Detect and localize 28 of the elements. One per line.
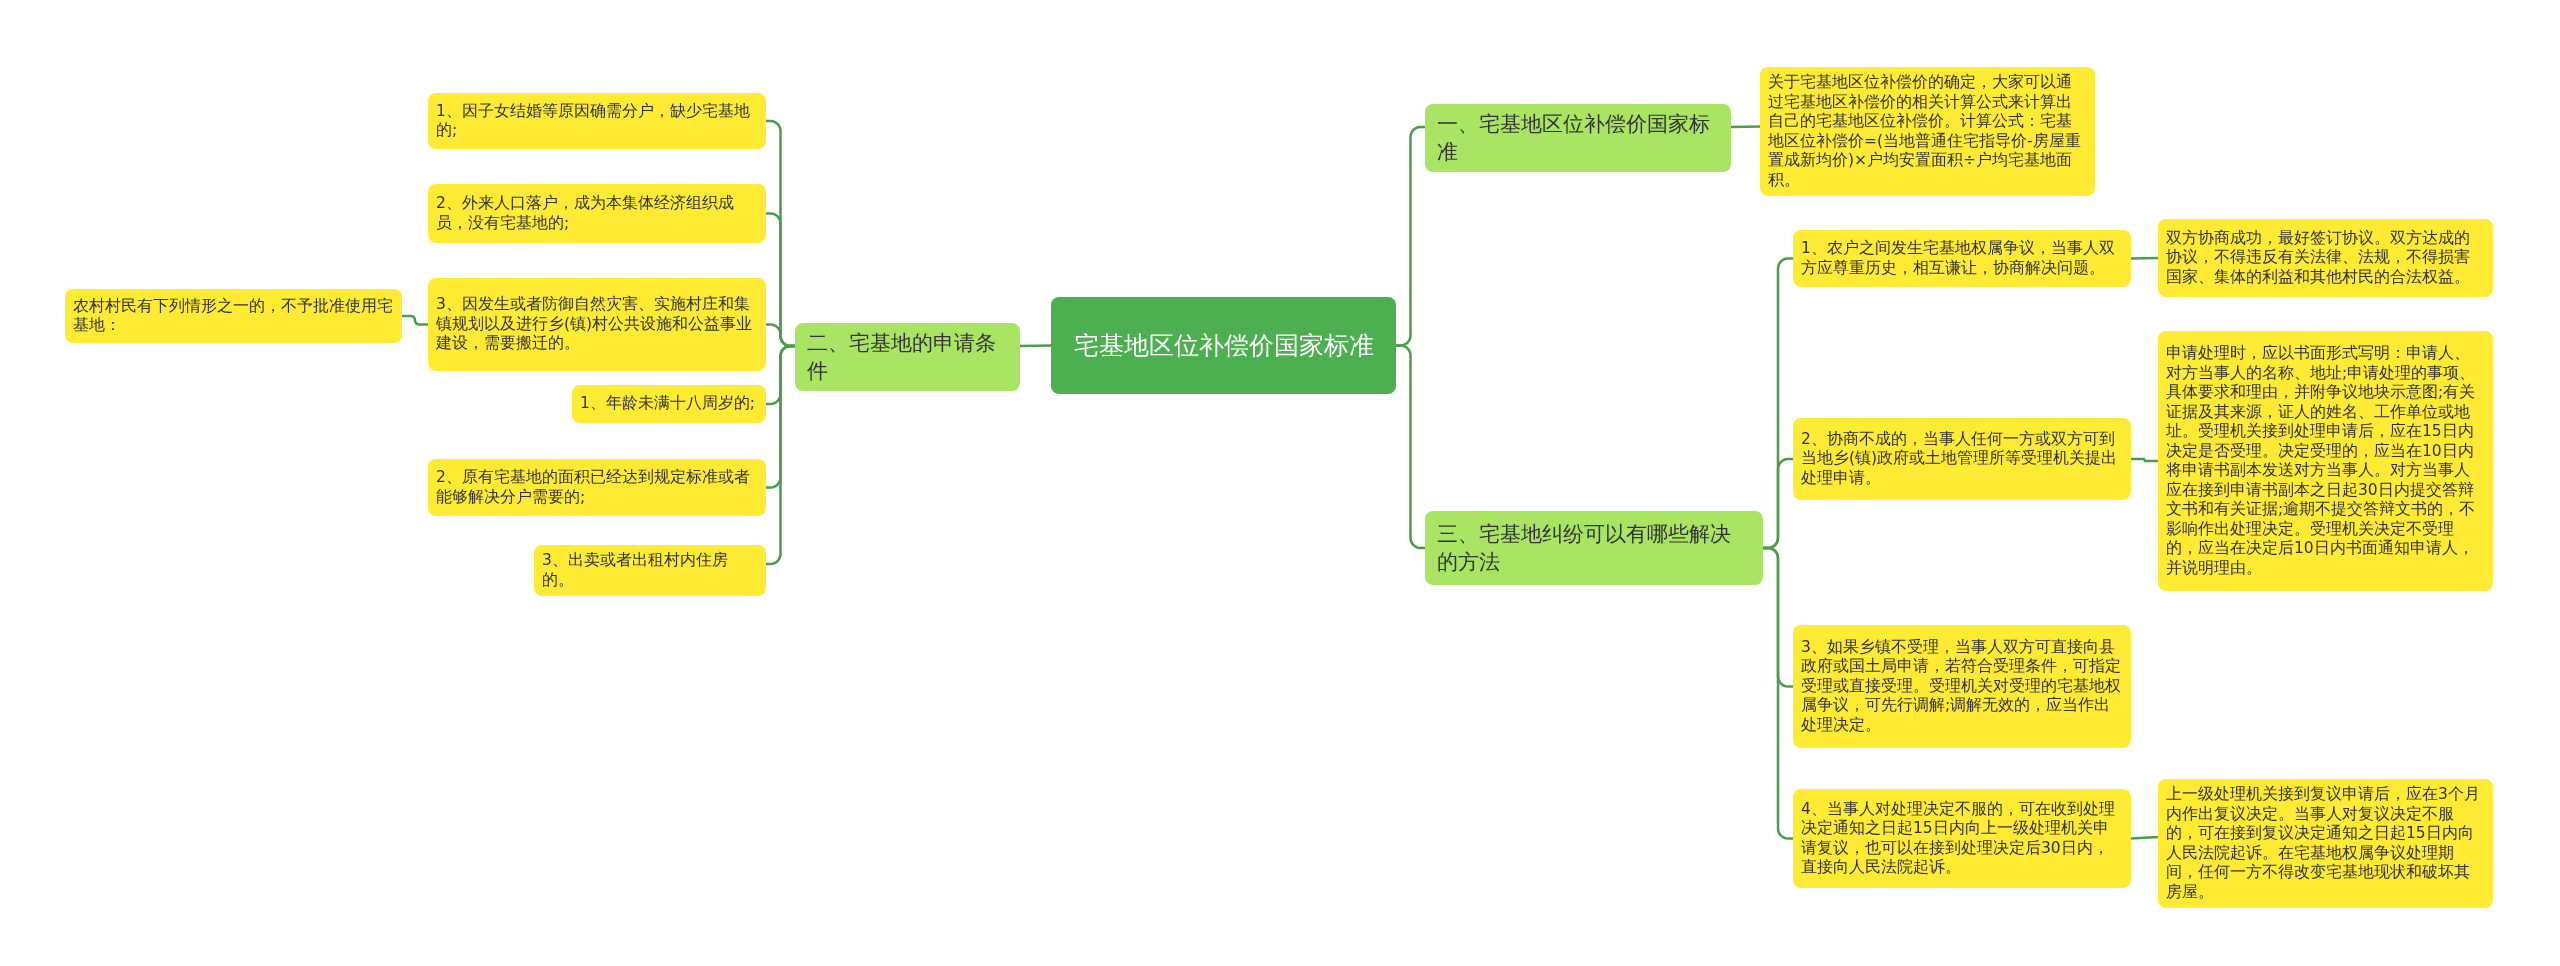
note-box: 2、协商不成的，当事人任何一方或双方可到当地乡(镇)政府或土地管理所等受理机关提出处理申请。 [1793,418,2131,500]
topic-box: 二、宅基地的申请条件 [795,323,1020,391]
connector-line [402,314,428,326]
note-box: 2、原有宅基地的面积已经达到规定标准或者能够解决分户需要的; [428,459,766,516]
note-box: 2、外来人口落户，成为本集体经济组织成员，没有宅基地的; [428,184,766,243]
note-box: 3、因发生或者防御自然灾害、实施村庄和集镇规划以及进行乡(镇)村公共设施和公益事业建设，需要搬迁的。 [428,278,766,371]
connector-line [766,344,795,566]
connector-line [2130,256,2159,260]
connector-line [2131,457,2158,463]
note-box: 上一级处理机关接到复议申请后，应在3个月内作出复议决定。当事人对复议决定不服的，可在接到复议决定通知之日起15日内向人民法院起诉。在宅基地权属争议处理期间，任何一方不得改变宅基地现状和破坏其房屋。 [2158,779,2493,908]
note-box: 3、出卖或者出租村内住房的。 [534,545,766,596]
note-box: 1、年龄未满十八周岁的; [572,385,766,423]
note-box: 1、因子女结婚等原因确需分户，缺少宅基地的; [428,93,766,149]
connector-line [1396,344,1425,550]
note-box: 3、如果乡镇不受理，当事人双方可直接向县政府或国土局申请，若符合受理条件，可指定受理或直接受理。受理机关对受理的宅基地权属争议，可先行调解;调解无效的，应当作出处理决定。 [1793,625,2131,748]
note-box: 4、当事人对处理决定不服的，可在收到处理决定通知之日起15日内向上一级处理机关申请复议，也可以在接到处理决定后30日内，直接向人民法院起诉。 [1793,789,2131,888]
connector-line [1763,546,1793,840]
note-box: 关于宅基地区位补偿价的确定，大家可以通过宅基地区补偿价的相关计算公式来计算出自己的宅基地区位补偿价。计算公式：宅基地区位补偿价=(当地普通住宅指导价-房屋重置成新均价)×户均安置面积÷户均宅基地面积。 [1760,67,2095,196]
topic-box: 三、宅基地纠纷可以有哪些解决的方法 [1425,511,1763,585]
note-box: 1、农户之间发生宅基地权属争议，当事人双方应尊重历史，相互谦让，协商解决问题。 [1793,230,2131,287]
note-box: 申请处理时，应以书面形式写明：申请人、对方当事人的名称、地址;申请处理的事项、具体要求和理由，并附争议地块示意图;有关证据及其来源，证人的姓名、工作单位或地址。受理机关接到处理申请后，应在15日内决定是否受理。决定受理的，应当在10日内将申请书副本发送对方当事人。对方当事人应在接到申请书副本之日起30日内提交答辩文书和有关证据;逾期不提交答辩文书的，不影响作出处理决定。受理机关决定不受理的，应当在决定后10日内书面通知申请人，并说明理由。 [2158,331,2493,591]
connector-line [1019,344,1052,348]
topic-box: 一、宅基地区位补偿价国家标准 [1425,104,1731,172]
central-topic: 宅基地区位补偿价国家标准 [1051,297,1396,394]
note-box: 农村村民有下列情形之一的，不予批准使用宅基地： [65,289,402,343]
note-box: 双方协商成功，最好签订协议。双方达成的协议，不得违反有关法律、法规，不得损害国家、集体的利益和其他村民的合法权益。 [2158,219,2493,297]
connector-line [1730,125,1761,129]
connector-line [2130,835,2159,840]
